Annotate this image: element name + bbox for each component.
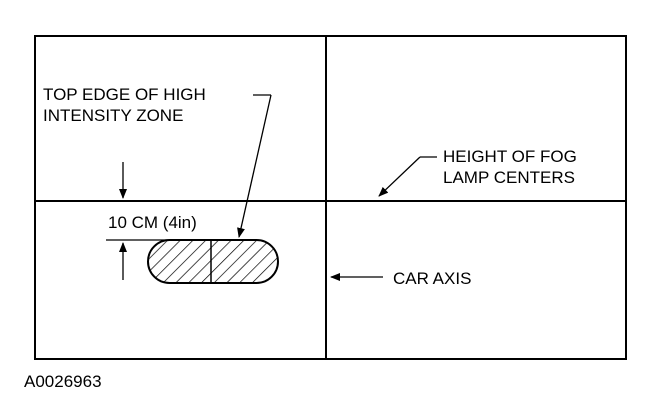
fog-height-label-line1: HEIGHT OF FOG xyxy=(443,147,577,166)
figure-id: A0026963 xyxy=(24,372,102,391)
top-edge-leader-arrow xyxy=(237,94,272,238)
distance-label: 10 CM (4in) xyxy=(108,213,197,232)
high-intensity-zone xyxy=(147,239,279,284)
fog-height-leader-arrow xyxy=(378,156,421,197)
fog-height-label-line2: LAMP CENTERS xyxy=(443,168,575,187)
top-edge-label-line1: TOP EDGE OF HIGH xyxy=(43,85,206,104)
screen-frame xyxy=(34,35,627,360)
top-edge-label-line2: INTENSITY ZONE xyxy=(43,106,183,125)
car-axis-label: CAR AXIS xyxy=(393,269,471,288)
